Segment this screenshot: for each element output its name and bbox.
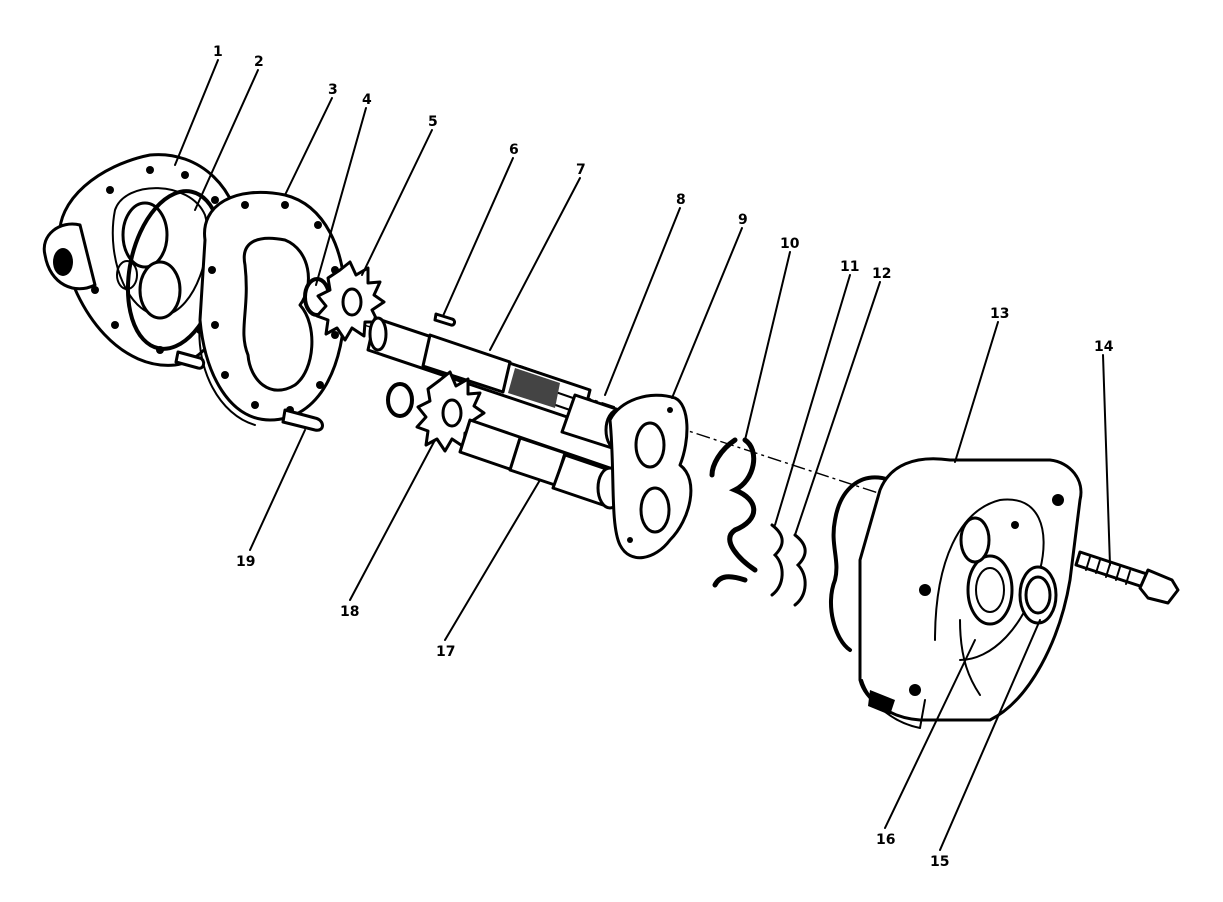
part-9-wear-plate [608, 393, 693, 560]
leader-4 [315, 107, 367, 286]
callout-labels: 1 2 3 4 5 6 7 8 9 10 11 12 13 14 15 16 1… [213, 44, 1114, 870]
part-12-backup-ring [793, 533, 807, 607]
callout-2: 2 [254, 54, 264, 70]
leader-2 [194, 69, 259, 211]
port-hole [53, 248, 73, 276]
callout-5: 5 [428, 114, 438, 130]
part-13-front-cover [858, 457, 1083, 729]
leader-19 [249, 429, 306, 551]
part-17-driven-shaft [458, 418, 624, 510]
leader-5 [361, 129, 433, 276]
callout-10: 10 [780, 236, 800, 252]
callout-18: 18 [340, 604, 359, 620]
callout-6: 6 [509, 142, 519, 158]
callout-8: 8 [676, 192, 686, 208]
part-10-seal [709, 437, 758, 588]
leader-17 [444, 479, 541, 641]
callout-13: 13 [990, 306, 1009, 322]
part-13-gasket [828, 475, 892, 652]
leader-6 [442, 157, 514, 317]
part-19-dowel-pin [174, 350, 324, 432]
callout-15: 15 [930, 854, 949, 870]
callout-1: 1 [213, 44, 223, 60]
leader-9 [671, 227, 743, 399]
callout-9: 9 [738, 212, 748, 228]
leader-10 [744, 251, 791, 441]
callout-14: 14 [1094, 339, 1114, 355]
callout-17: 17 [436, 644, 455, 660]
callout-16: 16 [876, 832, 895, 848]
leader-3 [284, 97, 333, 196]
leader-13 [954, 321, 999, 463]
callout-4: 4 [362, 92, 372, 108]
callout-11: 11 [840, 259, 859, 275]
leader-14 [1102, 354, 1111, 566]
part-3-gear-housing [198, 190, 347, 426]
leader-18 [349, 439, 436, 601]
leader-lines [174, 59, 1111, 851]
leader-16 [884, 639, 976, 829]
part-6-key [433, 312, 456, 327]
callout-12: 12 [872, 266, 891, 282]
part-7-drive-shaft [366, 316, 592, 424]
part-5-drive-gear [315, 260, 386, 342]
leader-1 [174, 59, 219, 166]
leader-7 [489, 177, 581, 351]
part-11-backup-ring [770, 523, 784, 597]
leader-11 [774, 274, 851, 526]
leader-15 [939, 619, 1041, 851]
part-14-bolt [1074, 550, 1180, 605]
callout-19: 19 [236, 554, 255, 570]
leader-12 [794, 281, 881, 536]
callout-3: 3 [328, 82, 338, 98]
callout-7: 7 [576, 162, 586, 178]
leader-8 [604, 207, 681, 396]
